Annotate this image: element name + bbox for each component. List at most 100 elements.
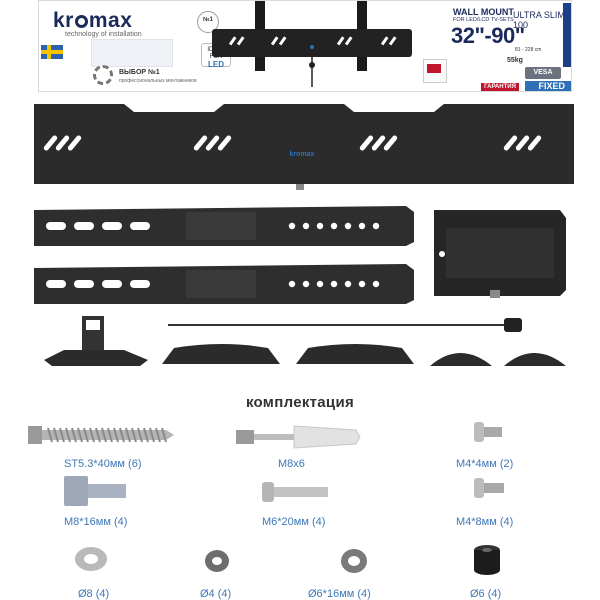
arm-slot — [46, 280, 66, 288]
vesa-badge: VESA — [525, 67, 561, 79]
arm-slot — [130, 222, 150, 230]
gear-icon — [93, 65, 113, 85]
hook-bracket-2 — [296, 344, 414, 364]
arm-hole — [358, 222, 366, 230]
arm-hole — [344, 280, 352, 288]
tv-spec-icon — [423, 59, 447, 83]
screw-thread — [131, 427, 137, 443]
part-label-dowel: M8x6 — [278, 458, 305, 470]
brand-logo-part-2: m — [88, 9, 109, 32]
screw-thread — [107, 427, 113, 443]
arm-hole — [288, 222, 296, 230]
kit-title: комплектация — [245, 394, 355, 411]
screw-thread — [83, 427, 89, 443]
screw-thread — [161, 427, 167, 443]
arm-hole — [358, 280, 366, 288]
logo-o-ring — [74, 15, 88, 28]
washer-6x16-icon — [341, 549, 367, 573]
arm-hole — [344, 222, 352, 230]
arm-slot — [46, 222, 66, 230]
plate-slot — [527, 135, 542, 151]
screw-thread — [119, 427, 125, 443]
screw-thread — [143, 427, 149, 443]
part-label-washer-4: Ø4 (4) — [200, 588, 232, 600]
plate-slot — [55, 135, 70, 151]
bolt-m6x20-icon — [262, 482, 328, 502]
choice-title: ВЫБОР №1 — [119, 69, 160, 76]
dowel-icon — [236, 425, 361, 449]
fixed-type-label: FIXED — [525, 81, 571, 91]
warranty-badge: ГАРАНТИЯ — [481, 83, 519, 91]
plate-logo: kromax — [290, 151, 315, 158]
arm-hole — [288, 280, 296, 288]
screw-thread — [89, 427, 95, 443]
plate-slot — [503, 135, 518, 151]
brand-tagline: technology of installation — [65, 31, 142, 38]
plate-slot — [515, 135, 530, 151]
arm-slot — [130, 280, 150, 288]
screw-m4x4-icon — [474, 422, 502, 442]
arm-hole — [330, 222, 338, 230]
model-name: ULTRA SLIM-100 — [513, 10, 568, 30]
part-label-spacer-6: Ø6 (4) — [470, 588, 502, 600]
blue-side-strip — [563, 3, 571, 67]
brand-logo-part-1: kr — [53, 9, 74, 32]
no1-label: №1 — [202, 17, 214, 23]
screw-thread — [113, 427, 119, 443]
arm-hole — [302, 280, 310, 288]
screw-thread — [59, 427, 65, 443]
end-cap-2 — [504, 353, 566, 366]
screw-thread — [71, 427, 77, 443]
ideal-for-led-label: LED — [208, 60, 224, 69]
mounted-bracket-image — [212, 1, 412, 87]
washer-8-icon — [75, 547, 107, 571]
washer-4-icon — [205, 550, 229, 572]
plate-slot — [359, 135, 374, 151]
screw-thread — [65, 427, 71, 443]
part-label-bolt-m8x16: M8*16мм (4) — [64, 516, 128, 528]
plate-slot — [217, 135, 232, 151]
safety-clip — [44, 316, 148, 366]
arm-slot — [102, 280, 122, 288]
no1-badge: №1 — [197, 11, 219, 33]
screw-thread — [149, 427, 155, 443]
product-type: WALL MOUNT — [453, 7, 514, 17]
plate-slot — [371, 135, 386, 151]
plate-slot — [43, 135, 58, 151]
plate-slot — [67, 135, 82, 151]
brand-logo-part-3: x — [120, 9, 133, 32]
screw-thread — [95, 427, 101, 443]
screw-thread — [125, 427, 131, 443]
screw-thread — [53, 427, 59, 443]
product-photo — [91, 39, 173, 67]
arm-hole — [316, 222, 324, 230]
arm-slot — [102, 222, 122, 230]
plate-slot — [193, 135, 208, 151]
bolt-m4x8-icon — [474, 478, 504, 498]
arm-hole — [372, 280, 380, 288]
arm-slot — [74, 222, 94, 230]
arm-hole — [372, 222, 380, 230]
part-label-washer-6x16: Ø6*16мм (4) — [308, 588, 371, 600]
arm-hole — [302, 222, 310, 230]
plate-slot — [383, 135, 398, 151]
sweden-flag-icon — [41, 45, 63, 59]
part-label-bolt-m6x20: M6*20мм (4) — [262, 516, 326, 528]
cm-range: 81 - 228 cm — [515, 47, 542, 53]
part-label-screw-m4x4: M4*4мм (2) — [456, 458, 514, 470]
part-label-washer-8: Ø8 (4) — [78, 588, 110, 600]
end-cap-1 — [430, 353, 492, 366]
vertical-arm-2 — [34, 264, 414, 304]
screw-thread — [137, 427, 143, 443]
screw-thread — [101, 427, 107, 443]
hook-bracket-1 — [162, 344, 280, 364]
screw-thread — [155, 427, 161, 443]
arm-hole — [330, 280, 338, 288]
screw-thread — [47, 427, 53, 443]
part-label-bolt-m4x8: M4*8мм (4) — [456, 516, 514, 528]
spacer-6-icon — [474, 545, 500, 575]
part-label-screw-large: ST5.3*40мм (6) — [64, 458, 142, 470]
screen-size-range: 32"-90" — [451, 23, 525, 48]
